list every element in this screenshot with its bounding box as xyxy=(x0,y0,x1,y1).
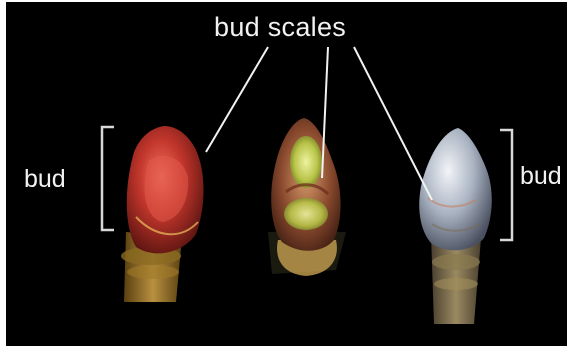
bud-label-left: bud xyxy=(24,167,66,192)
left-bracket xyxy=(102,127,114,230)
right-bracket xyxy=(500,130,512,240)
silver-bud-body xyxy=(419,128,492,250)
red-bud xyxy=(121,126,204,302)
silver-bud xyxy=(419,128,492,324)
bud-scene xyxy=(6,2,567,346)
bud-label-right: bud xyxy=(520,164,562,189)
bud-scales-label: bud scales xyxy=(214,14,346,41)
pointer-line-left xyxy=(206,47,268,152)
pointer-line-right xyxy=(354,47,432,200)
middle-bud-tip xyxy=(290,136,322,188)
middle-bud-green xyxy=(284,198,328,230)
green-tipped-bud xyxy=(268,118,346,276)
photo-frame: bud scales bud bud xyxy=(6,2,567,346)
